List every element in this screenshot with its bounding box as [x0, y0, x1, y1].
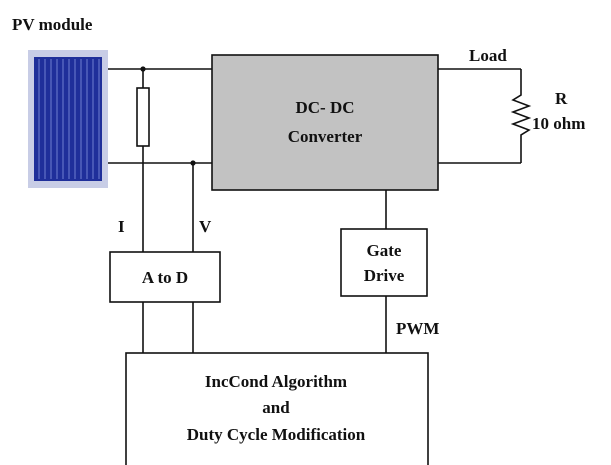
junction-dot: [140, 66, 146, 72]
gate-drive-label-line2: Drive: [364, 266, 405, 285]
algorithm-label-line3: Duty Cycle Modification: [187, 425, 366, 444]
pv-panel-icon: [28, 50, 108, 188]
pwm-signal-label: PWM: [396, 319, 439, 338]
adc-label: A to D: [142, 268, 188, 287]
voltage-signal-label: V: [199, 217, 212, 236]
current-signal-label: I: [118, 217, 125, 236]
pv-module-title: PV module: [12, 15, 93, 34]
load-resistor-icon: [510, 90, 532, 142]
resistor-value-label: 10 ohm: [532, 114, 585, 133]
dc-dc-converter-block: [211, 54, 439, 191]
algorithm-label-line1: IncCond Algorithm: [205, 372, 347, 391]
junction-dot: [190, 160, 196, 166]
algorithm-label-line2: and: [262, 398, 290, 417]
sense-resistor-icon: [136, 87, 150, 147]
wiring: [108, 68, 522, 353]
converter-label-line2: Converter: [288, 127, 363, 146]
gate-drive-block: [340, 228, 428, 297]
pv-panel-cell-lines: [38, 59, 100, 179]
resistor-name-label: R: [555, 89, 568, 108]
gate-drive-label-line1: Gate: [367, 241, 402, 260]
converter-label-line1: DC- DC: [295, 98, 354, 117]
pv-panel-cells: [34, 57, 102, 181]
adc-block: [109, 251, 221, 303]
inccond-algorithm-block: [125, 352, 429, 465]
load-label: Load: [469, 46, 507, 65]
